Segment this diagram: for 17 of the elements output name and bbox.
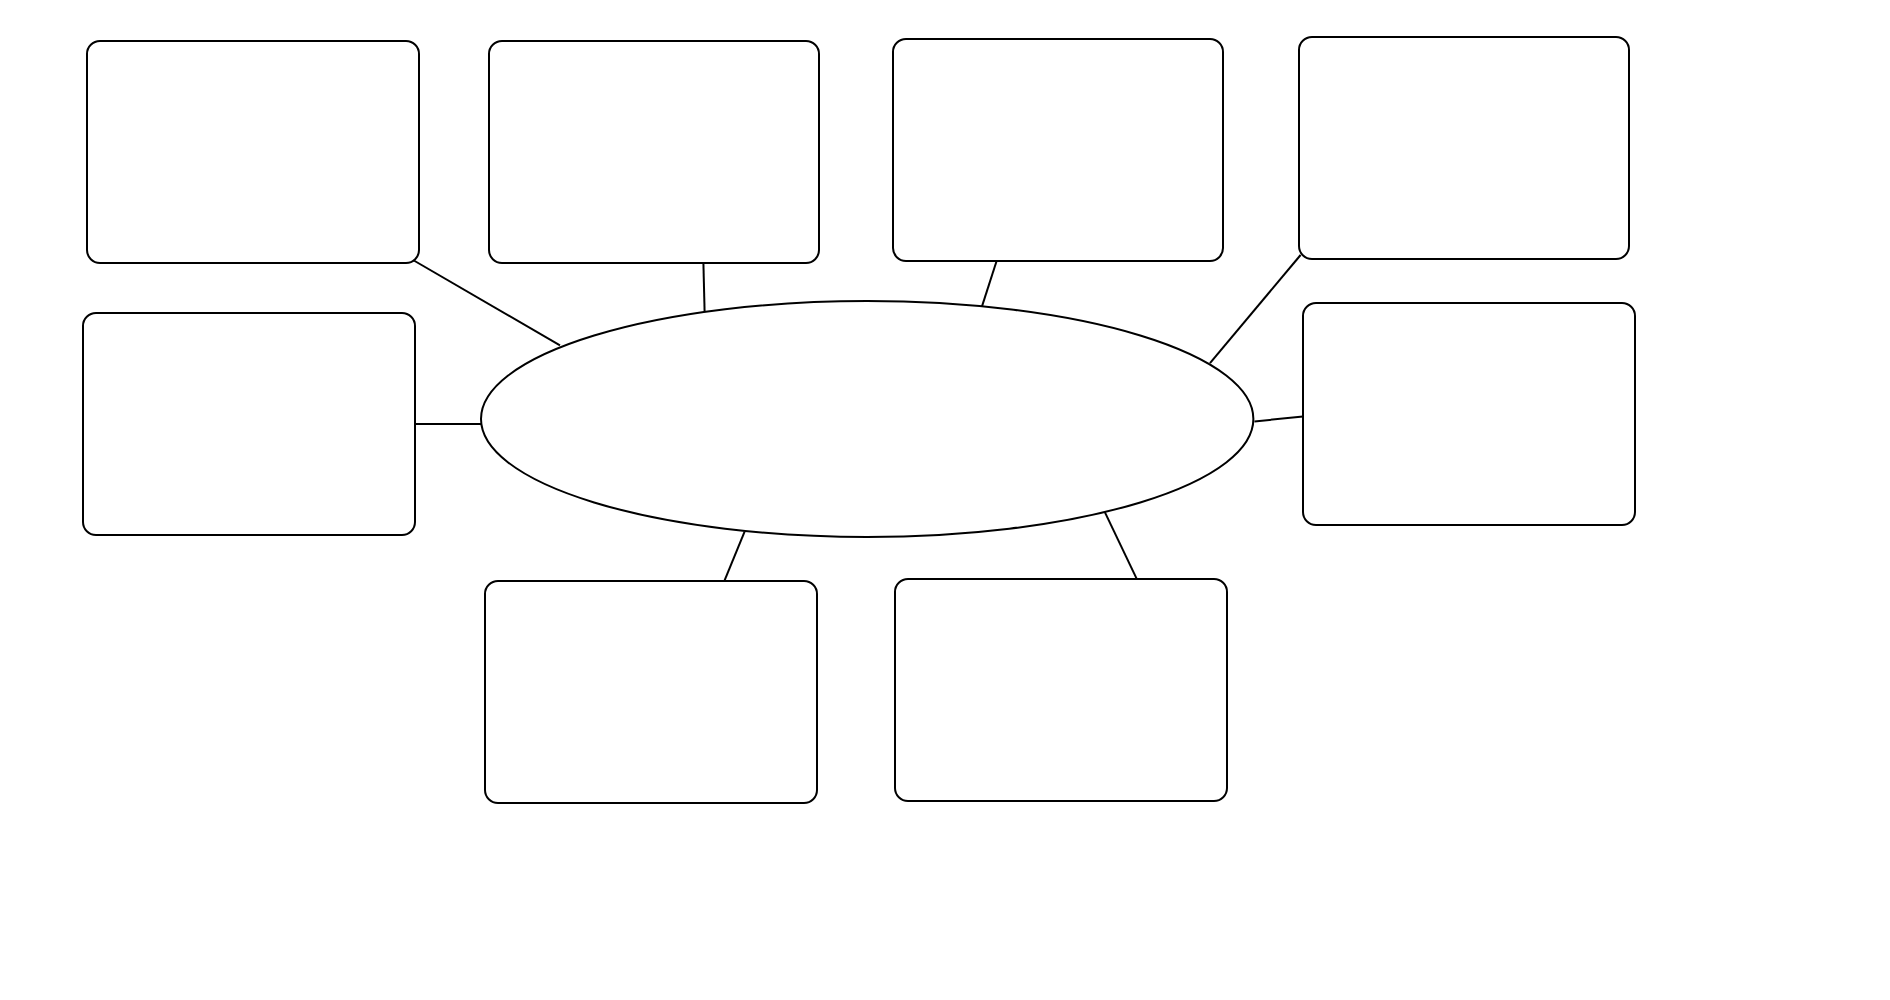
empty-box (894, 578, 1228, 802)
empty-box (487, 40, 820, 264)
empty-box (891, 38, 1224, 262)
central-ellipse (480, 300, 1255, 538)
empty-box (1297, 36, 1630, 260)
connector-line (412, 259, 561, 347)
connector-line (1103, 510, 1138, 580)
connector-line (723, 530, 746, 582)
connector-line (415, 423, 483, 425)
connector-line (1209, 254, 1302, 365)
empty-box (82, 312, 417, 536)
empty-box (484, 580, 818, 804)
connector-line (702, 262, 706, 313)
empty-box (86, 40, 420, 264)
connector-line (981, 260, 998, 308)
empty-box (1302, 302, 1636, 526)
connector-line (1253, 415, 1304, 423)
